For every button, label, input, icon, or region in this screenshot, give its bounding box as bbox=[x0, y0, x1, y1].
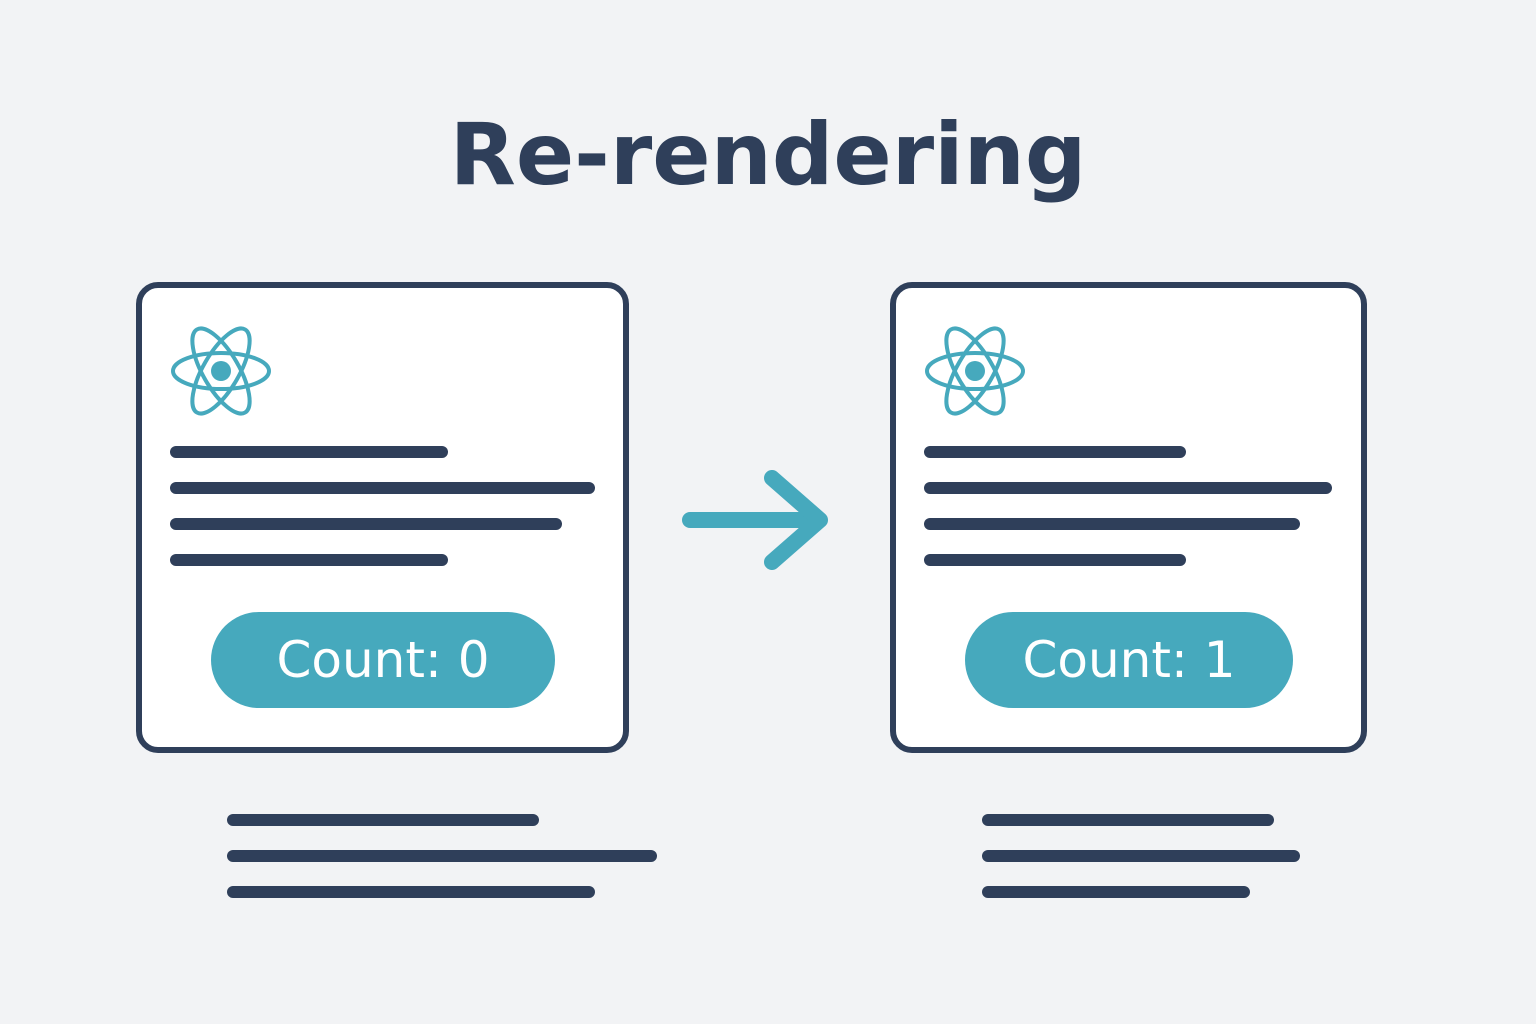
react-atom-icon bbox=[925, 326, 1025, 416]
caption-line bbox=[227, 850, 657, 862]
page-title: Re-rendering bbox=[449, 105, 1087, 205]
caption-line bbox=[227, 886, 595, 898]
caption-line bbox=[982, 886, 1250, 898]
caption-line bbox=[227, 814, 539, 826]
content-line bbox=[924, 554, 1186, 566]
component-card-before: Count: 0 bbox=[136, 282, 629, 753]
component-card-after: Count: 1 bbox=[890, 282, 1367, 753]
content-line bbox=[170, 482, 595, 494]
react-atom-icon bbox=[171, 326, 271, 416]
count-button[interactable]: Count: 1 bbox=[965, 612, 1293, 708]
content-line bbox=[170, 518, 562, 530]
arrow-right-icon bbox=[682, 470, 828, 570]
content-line bbox=[170, 554, 448, 566]
content-line bbox=[924, 482, 1332, 494]
caption-line bbox=[982, 814, 1274, 826]
content-line bbox=[170, 446, 448, 458]
content-line bbox=[924, 518, 1300, 530]
caption-line bbox=[982, 850, 1300, 862]
count-button[interactable]: Count: 0 bbox=[211, 612, 555, 708]
content-line bbox=[924, 446, 1186, 458]
